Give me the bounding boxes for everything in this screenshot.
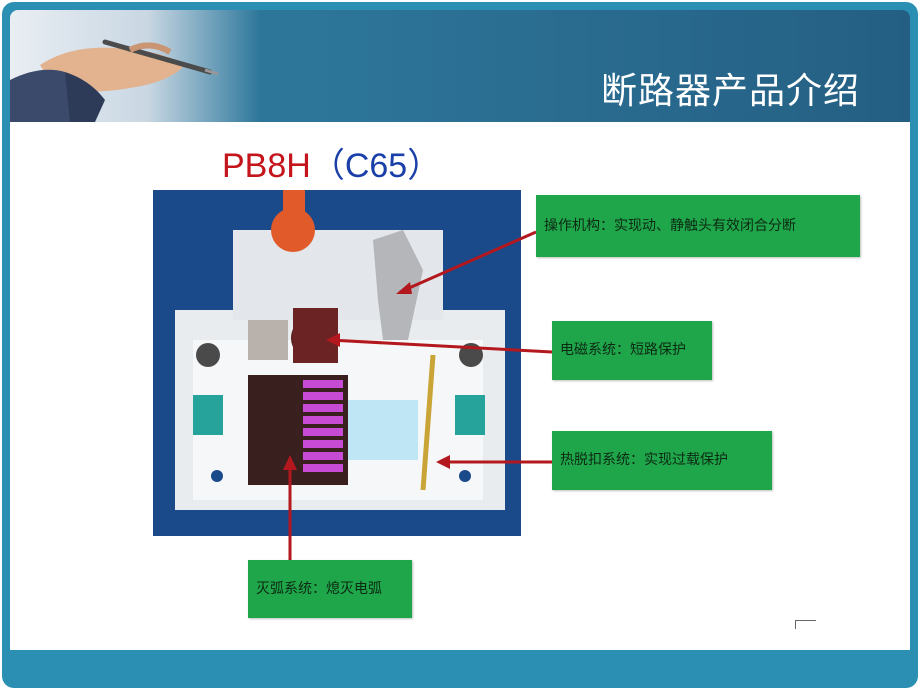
slide-title: 断路器产品介绍 (600, 71, 860, 112)
callout-electromagnetic-system: 电磁系统：短路保护 (552, 321, 712, 380)
model-heading: PB8H（C65） (222, 138, 441, 187)
footer-bar (10, 650, 910, 680)
corner-mark (795, 620, 816, 629)
model-variant: （C65） (310, 147, 442, 185)
hand-pen-illustration (10, 39, 219, 122)
callout-thermal-trip-system: 热脱扣系统：实现过载保护 (552, 431, 772, 490)
callout-operating-mechanism: 操作机构：实现动、静触头有效闭合分断 (536, 195, 860, 257)
model-name: PB8H (222, 147, 311, 185)
callout-arc-extinguishing-system: 灭弧系统：熄灭电弧 (248, 560, 412, 618)
header-hand-pen-photo (10, 10, 260, 122)
arrow-operating (399, 230, 537, 294)
arrow-electromagnetic (329, 338, 553, 354)
